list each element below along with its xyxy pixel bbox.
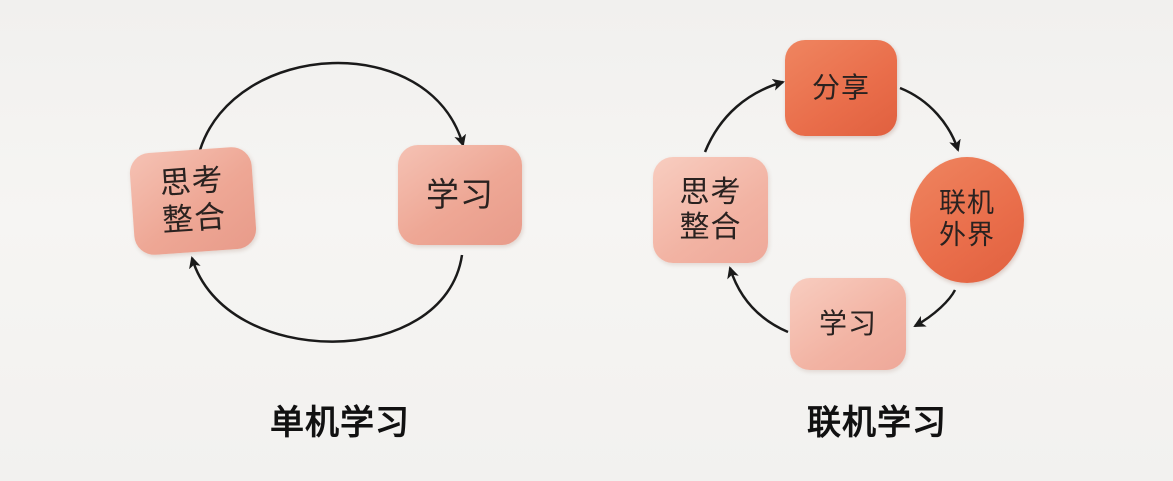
node-learn-connected-label: 学习 xyxy=(818,307,877,341)
caption-standalone-learning: 单机学习 xyxy=(270,403,410,443)
arrow-share-to-connect xyxy=(899,86,961,152)
node-reflect-integrate: 思考 整合 xyxy=(128,145,258,257)
node-connect-outside-label: 联机 外界 xyxy=(939,188,995,251)
arrow-learn-to-reflect xyxy=(189,254,464,343)
arrow-reflect-to-share xyxy=(703,78,785,153)
arrow-learn-to-reflect-connected xyxy=(727,266,789,334)
arrow-reflect-to-learn xyxy=(198,61,466,151)
node-learn: 学习 xyxy=(398,145,522,245)
node-reflect-integrate-label: 思考 整合 xyxy=(158,162,228,240)
node-learn-connected: 学习 xyxy=(790,278,906,370)
node-share-label: 分享 xyxy=(811,71,870,105)
node-share: 分享 xyxy=(785,40,897,136)
node-reflect-integrate-connected-label: 思考 整合 xyxy=(679,174,742,245)
arrow-connect-to-learn xyxy=(913,289,957,328)
node-connect-outside: 联机 外界 xyxy=(910,157,1024,283)
node-reflect-integrate-connected: 思考 整合 xyxy=(653,157,768,263)
node-learn-label: 学习 xyxy=(426,174,494,214)
caption-connected-learning: 联机学习 xyxy=(807,403,947,443)
